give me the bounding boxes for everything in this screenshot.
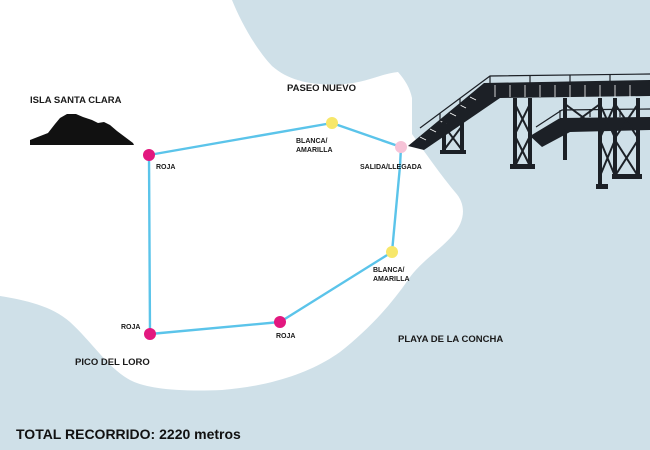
total-distance-value: 2220 metros <box>159 426 241 442</box>
checkpoint-label-blanca-top-2: AMARILLA <box>296 147 333 154</box>
checkpoint-salida <box>395 141 407 153</box>
route-line <box>147 121 403 336</box>
total-distance-label: TOTAL RECORRIDO: 2220 metros <box>16 426 241 442</box>
land-area <box>0 0 463 391</box>
place-label-playa: PLAYA DE LA CONCHA <box>398 334 503 345</box>
checkpoint-label-blanca-right-1: BLANCA/ <box>373 267 405 274</box>
place-label-paseo: PASEO NUEVO <box>287 83 356 94</box>
checkpoint-label-salida: SALIDA/LLEGADA <box>360 164 422 171</box>
checkpoint-label-blanca-right-2: AMARILLA <box>373 276 410 283</box>
checkpoint-roja-top <box>143 149 155 161</box>
checkpoint-label-roja-top: ROJA <box>156 164 175 171</box>
place-label-isla: ISLA SANTA CLARA <box>30 95 122 106</box>
checkpoint-blanca-top <box>326 117 338 129</box>
checkpoint-blanca-right <box>386 246 398 258</box>
place-label-pico: PICO DEL LORO <box>75 357 150 368</box>
total-distance-prefix: TOTAL RECORRIDO: <box>16 426 156 442</box>
checkpoint-roja-bottom <box>274 316 286 328</box>
checkpoint-label-roja-bottom: ROJA <box>276 333 295 340</box>
checkpoint-label-roja-left: ROJA <box>121 324 140 331</box>
pier-structure-icon <box>408 73 650 189</box>
checkpoint-roja-left <box>144 328 156 340</box>
island-silhouette-icon <box>30 114 134 145</box>
checkpoint-label-blanca-top-1: BLANCA/ <box>296 138 328 145</box>
